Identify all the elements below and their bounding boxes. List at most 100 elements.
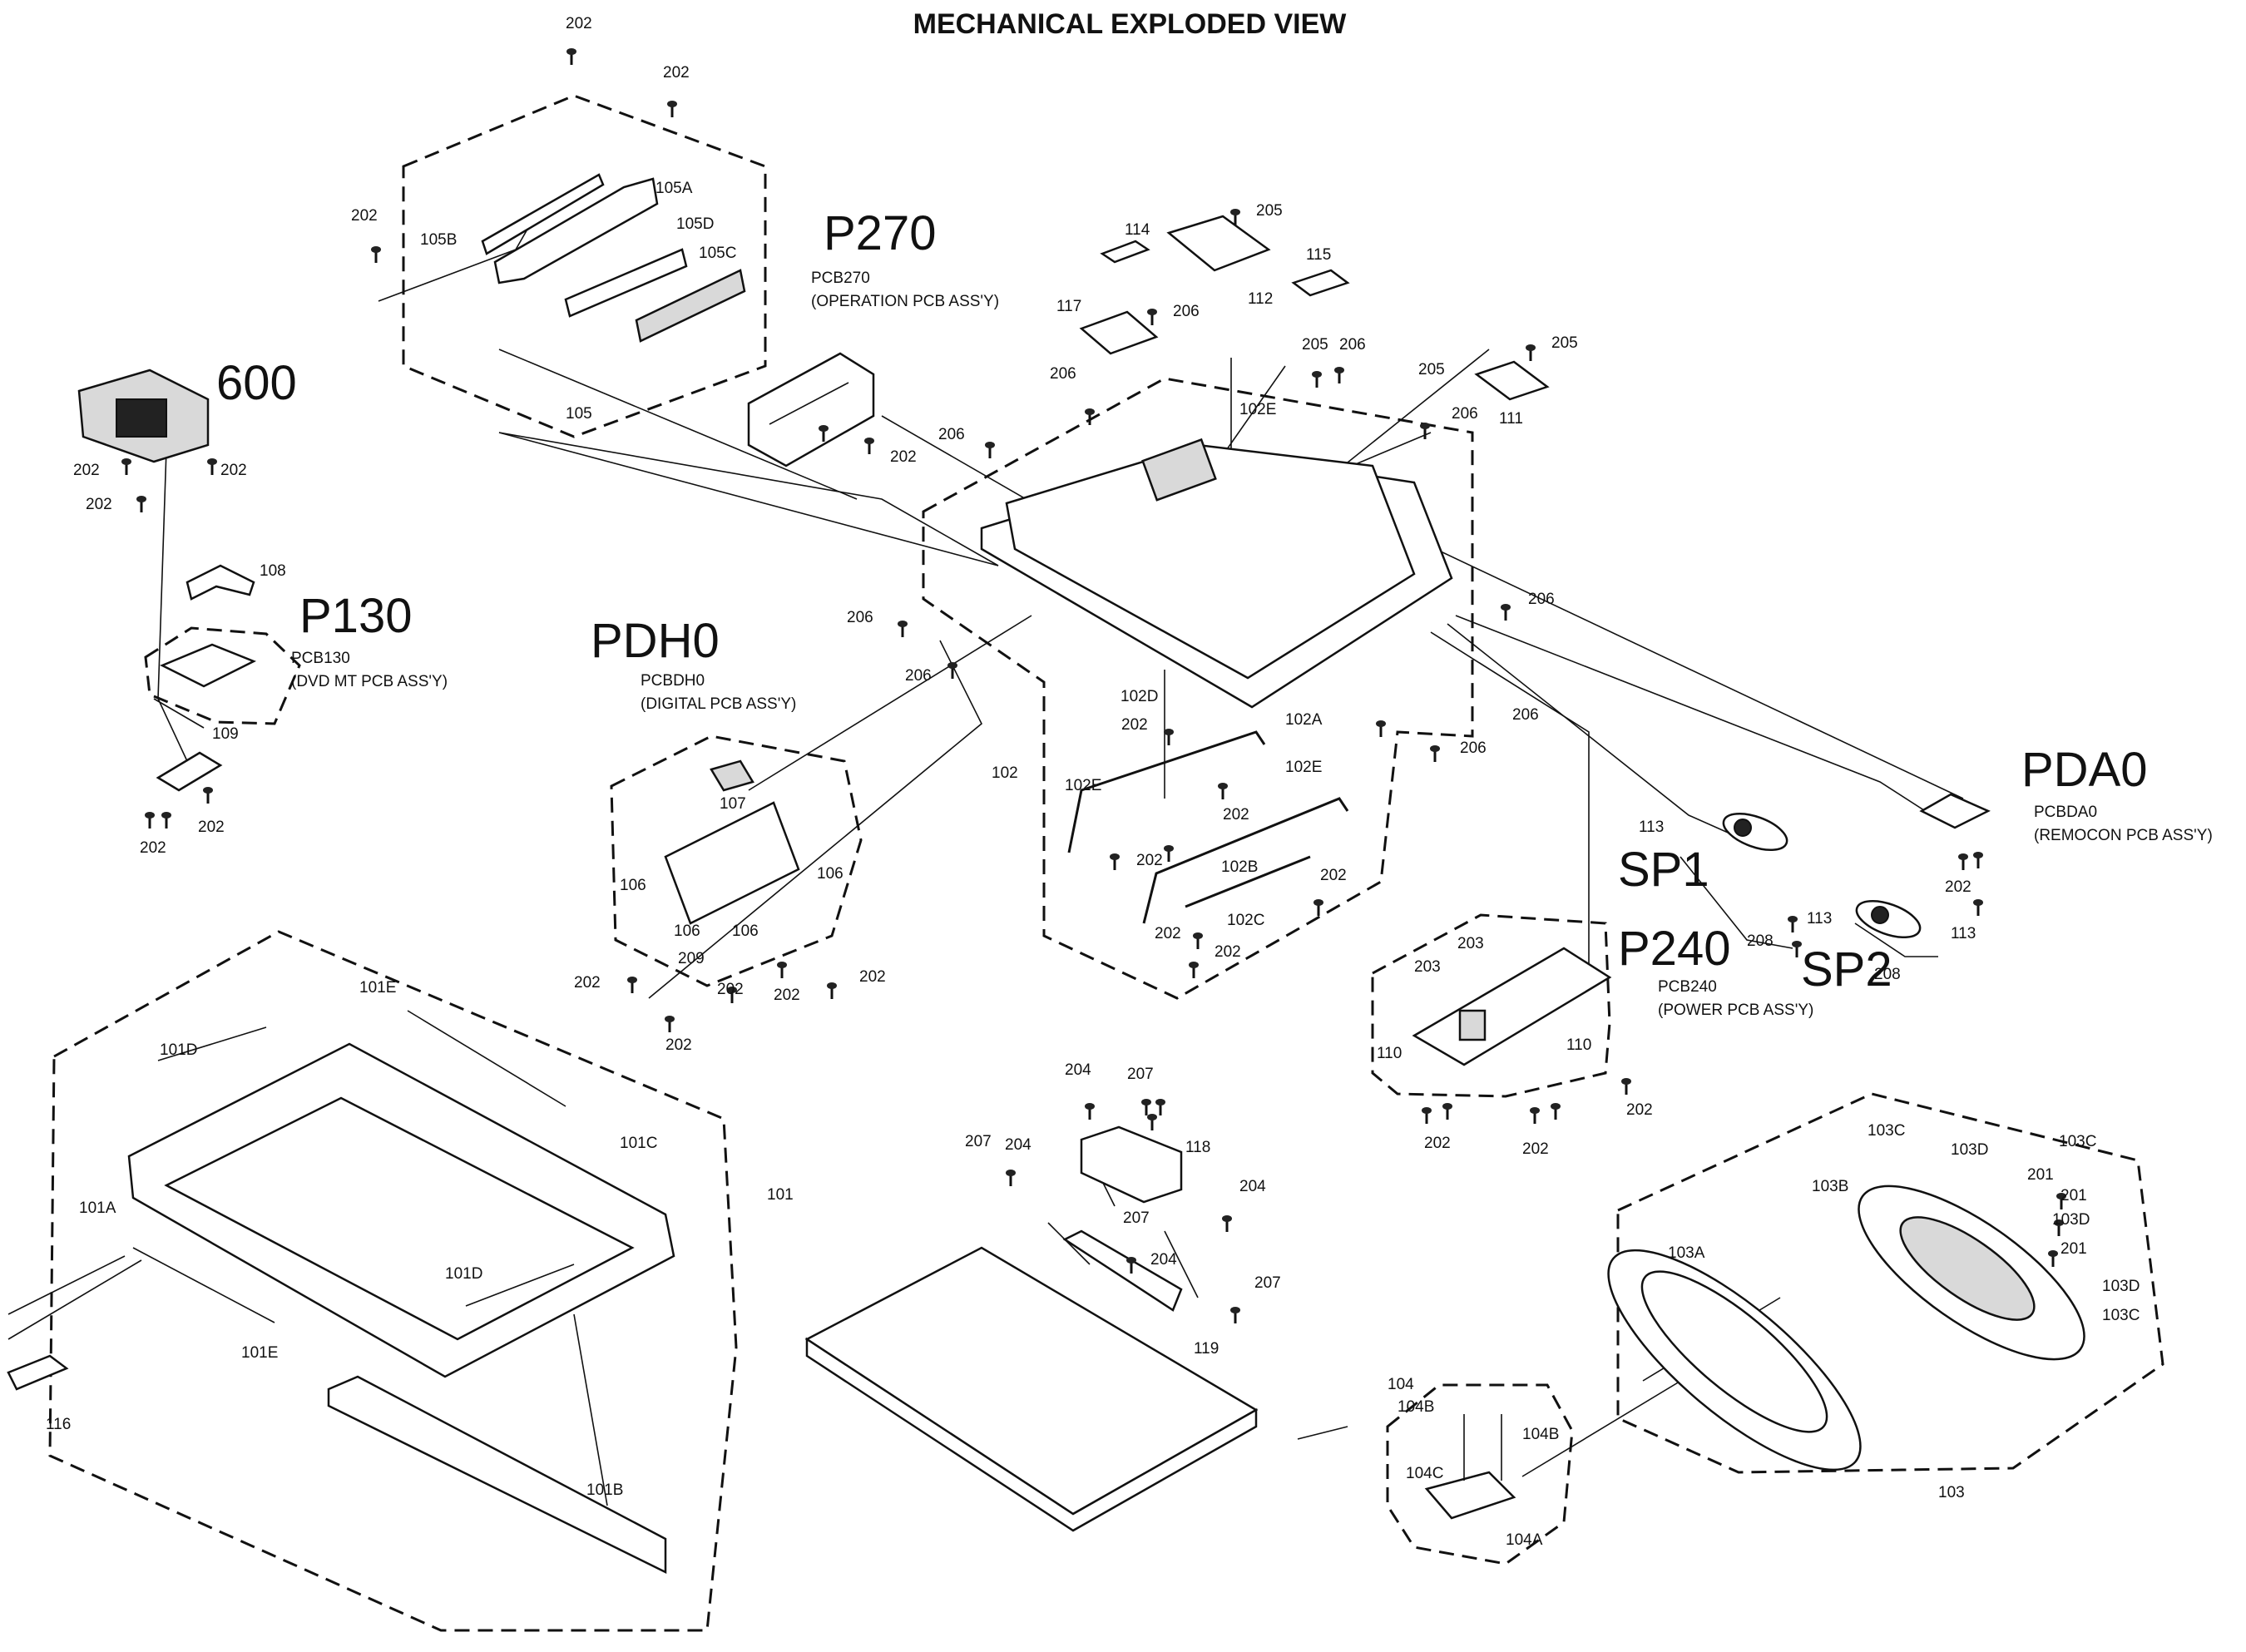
callout: 206 bbox=[1452, 405, 1478, 423]
pcbdh0-code: PCBDH0 bbox=[641, 672, 705, 690]
callout: 205 bbox=[1418, 361, 1445, 378]
callout: 206 bbox=[1050, 365, 1076, 383]
callout: 101E bbox=[241, 1344, 278, 1362]
screw-icon bbox=[371, 246, 381, 263]
group-101-outline bbox=[48, 930, 738, 1632]
callout: 101D bbox=[160, 1041, 197, 1059]
callout: 202 bbox=[86, 496, 112, 513]
plate-112 bbox=[1166, 215, 1271, 272]
parts bbox=[7, 173, 2085, 1575]
screw-icon bbox=[1958, 853, 1968, 870]
callout: 105D bbox=[676, 215, 714, 233]
screw-icon bbox=[1085, 408, 1095, 425]
pcb130-code: PCB130 bbox=[291, 650, 350, 667]
callout: 103D bbox=[1951, 1141, 1988, 1159]
callout: 104 bbox=[1388, 1376, 1414, 1393]
screw-icon bbox=[1551, 1103, 1561, 1120]
part-105b-rail bbox=[481, 173, 605, 255]
callout: 204 bbox=[1065, 1061, 1091, 1079]
screw-icon bbox=[203, 787, 213, 804]
screw-icon bbox=[1141, 1099, 1151, 1115]
screw-icon bbox=[627, 977, 637, 993]
bracket-108 bbox=[186, 564, 255, 601]
pcb240-desc: (POWER PCB ASS'Y) bbox=[1658, 1002, 1813, 1019]
screw-icon bbox=[1422, 1107, 1432, 1124]
callout: 105 bbox=[566, 405, 592, 423]
group-104-outline bbox=[1386, 1383, 1574, 1565]
pcb-labels: PCB270 (OPERATION PCB ASS'Y) PCB130 (DVD… bbox=[291, 270, 2213, 1019]
callout: 202 bbox=[1522, 1140, 1549, 1158]
callout: 206 bbox=[1512, 706, 1539, 724]
rear-chassis-plate bbox=[804, 1246, 1259, 1516]
callout: 101E bbox=[359, 979, 396, 997]
callout: 202 bbox=[1424, 1135, 1451, 1152]
group-outlines bbox=[48, 94, 2164, 1632]
callout: 202 bbox=[717, 981, 744, 998]
callout: 113 bbox=[1951, 925, 1976, 942]
screw-icon bbox=[727, 987, 737, 1003]
operation-pcb-board bbox=[747, 352, 875, 467]
plate-111 bbox=[1474, 360, 1550, 401]
callout: 104B bbox=[1398, 1398, 1434, 1416]
callout: 202 bbox=[220, 462, 247, 479]
callout: 202 bbox=[198, 819, 225, 836]
screw-icon bbox=[1526, 344, 1536, 361]
callout: 201 bbox=[2060, 1240, 2087, 1258]
screw-icon bbox=[1222, 1215, 1232, 1232]
callout: 102E bbox=[1239, 401, 1276, 418]
callout: 103C bbox=[2102, 1307, 2140, 1324]
callout: 106 bbox=[732, 922, 759, 940]
callout: 204 bbox=[1150, 1251, 1177, 1269]
part-105c-keypad bbox=[635, 269, 746, 343]
callout: 202 bbox=[1223, 806, 1249, 824]
rail-102c bbox=[1185, 855, 1311, 908]
callout: 202 bbox=[1945, 878, 1971, 896]
callout: 103C bbox=[2059, 1133, 2096, 1150]
rear-chassis-side bbox=[805, 1337, 1258, 1532]
callout: 202 bbox=[1121, 716, 1148, 734]
power-pcb-transformer bbox=[1458, 1009, 1487, 1041]
callout: 202 bbox=[1136, 852, 1163, 869]
handwritten-p240: P240 bbox=[1618, 922, 1730, 976]
callout: 208 bbox=[1747, 932, 1774, 950]
callout: 204 bbox=[1239, 1178, 1266, 1195]
screw-icon bbox=[1973, 852, 1983, 868]
pcb130-desc: (DVD MT PCB ASS'Y) bbox=[291, 673, 448, 690]
part-105a-bezel bbox=[493, 177, 659, 284]
callout: 101B bbox=[586, 1481, 623, 1499]
screw-icon bbox=[2048, 1250, 2058, 1267]
label-117 bbox=[1079, 310, 1159, 355]
callout: 206 bbox=[1528, 591, 1555, 608]
speaker-sp1 bbox=[1722, 812, 1788, 852]
callout: 202 bbox=[1626, 1101, 1653, 1119]
callout: 114 bbox=[1125, 221, 1150, 239]
screw-icon bbox=[1312, 371, 1322, 388]
screw-icon bbox=[985, 442, 995, 458]
callout: 207 bbox=[965, 1133, 992, 1150]
screw-icon bbox=[1006, 1170, 1016, 1186]
callout: 103 bbox=[1938, 1484, 1965, 1501]
dvd-mechanism-core bbox=[116, 398, 167, 438]
callout: 206 bbox=[1173, 303, 1200, 320]
screw-icon bbox=[827, 982, 837, 999]
callout: 202 bbox=[140, 839, 166, 857]
handwritten-markers: P270 600 P130 PDH0 PDA0 SP1 P240 SP2 bbox=[216, 206, 2148, 997]
stand-cover-103b-inner bbox=[1899, 1216, 2036, 1321]
callout: 103C bbox=[1868, 1122, 1905, 1140]
screw-icon bbox=[898, 621, 908, 637]
digital-pcb-board bbox=[664, 801, 800, 925]
callout: 206 bbox=[938, 426, 965, 443]
callout: 102E bbox=[1065, 777, 1101, 794]
handwritten-p270: P270 bbox=[824, 206, 936, 260]
callout: 117 bbox=[1056, 298, 1081, 315]
screw-icon bbox=[1155, 1099, 1165, 1115]
callout: 112 bbox=[1248, 290, 1273, 308]
callout: 202 bbox=[1155, 925, 1181, 942]
callout: 103A bbox=[1668, 1244, 1705, 1262]
screw-icon bbox=[1110, 853, 1120, 870]
handwritten-pdh0: PDH0 bbox=[591, 614, 720, 668]
callout: 203 bbox=[1457, 935, 1484, 952]
callout: 206 bbox=[905, 667, 932, 685]
callout: 102E bbox=[1285, 759, 1322, 776]
callout: 202 bbox=[73, 462, 100, 479]
